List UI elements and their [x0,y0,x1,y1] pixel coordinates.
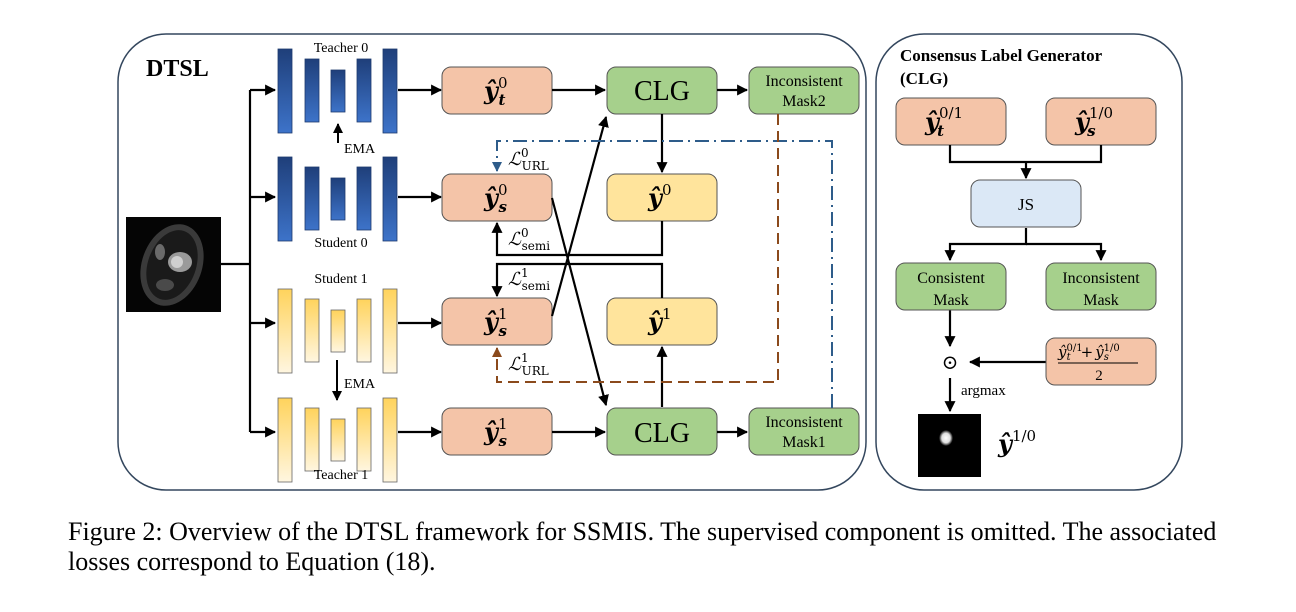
output-mask-image [918,414,981,477]
student1-layer-4 [382,288,398,374]
figure-caption: Figure 2: Overview of the DTSL framework… [68,517,1217,576]
pseudo-label-y0: ŷ0 [647,181,672,212]
hadamard-product-symbol: ⊙ [942,350,959,374]
teacher0-layer-2 [330,69,346,113]
teacher0-layer-3 [356,58,372,123]
teacher0-layer-0 [277,48,293,134]
js-box [970,179,1082,228]
url1-loss-path [492,114,779,383]
student1-layer-1 [304,298,320,363]
ema-label-0: EMA [344,142,376,157]
teacher0-layer-4 [382,48,398,134]
teacher1-network [277,397,398,483]
consistent-mask-box [895,262,1007,311]
mri-input-image [126,217,221,312]
teacher0-label: Teacher 0 [314,41,369,56]
student1-network [277,288,398,374]
inconsistent-mask2-box [748,66,860,115]
dtsl-panel [117,33,867,491]
output-label: ŷ1/0 [997,427,1036,458]
teacher1-layer-1 [304,407,320,472]
teacher1-layer-0 [277,397,293,483]
student1-layer-3 [356,298,372,363]
clg-label-bottom: CLG [634,418,690,449]
student0-label: Student 0 [314,236,367,251]
teacher1-layer-3 [356,407,372,472]
teacher0-layer-1 [304,58,320,123]
flow-arrows [491,84,749,438]
ema-label-1: EMA [344,377,376,392]
pred-box-ys1 [441,297,553,346]
clg-panel-title-line1: Consensus Label Generator [900,46,1103,65]
url0-loss-path [492,140,833,408]
student0-layer-0 [277,156,293,242]
pseudo-label-y1: ŷ1 [647,305,672,336]
student0-layer-2 [330,177,346,221]
dtsl-title: DTSL [146,56,209,82]
js-label: JS [1018,195,1034,214]
teacher1-layer-4 [382,397,398,483]
clg-connector-lines [944,145,1107,413]
average-denominator: 2 [1095,368,1103,384]
clg-panel-title-line2: (CLG) [900,69,948,88]
network-output-arrows [398,84,443,438]
student0-layer-3 [356,166,372,231]
argmax-label: argmax [961,383,1006,399]
student0-layer-4 [382,156,398,242]
teacher0-network [277,48,398,134]
clg-panel [875,33,1183,491]
student0-layer-1 [304,166,320,231]
input-branch-lines [221,84,277,438]
average-box [1045,337,1157,386]
pred-box-ys0 [441,173,553,222]
student1-label: Student 1 [314,272,367,287]
student1-layer-0 [277,288,293,374]
inconsistent-mask-box [1045,262,1157,311]
teacher1-layer-2 [330,418,346,462]
inconsistent-mask1-box [748,407,860,456]
teacher1-label: Teacher 1 [314,468,369,483]
student1-layer-2 [330,309,346,353]
student0-network [277,156,398,242]
clg-label-top: CLG [634,76,690,107]
